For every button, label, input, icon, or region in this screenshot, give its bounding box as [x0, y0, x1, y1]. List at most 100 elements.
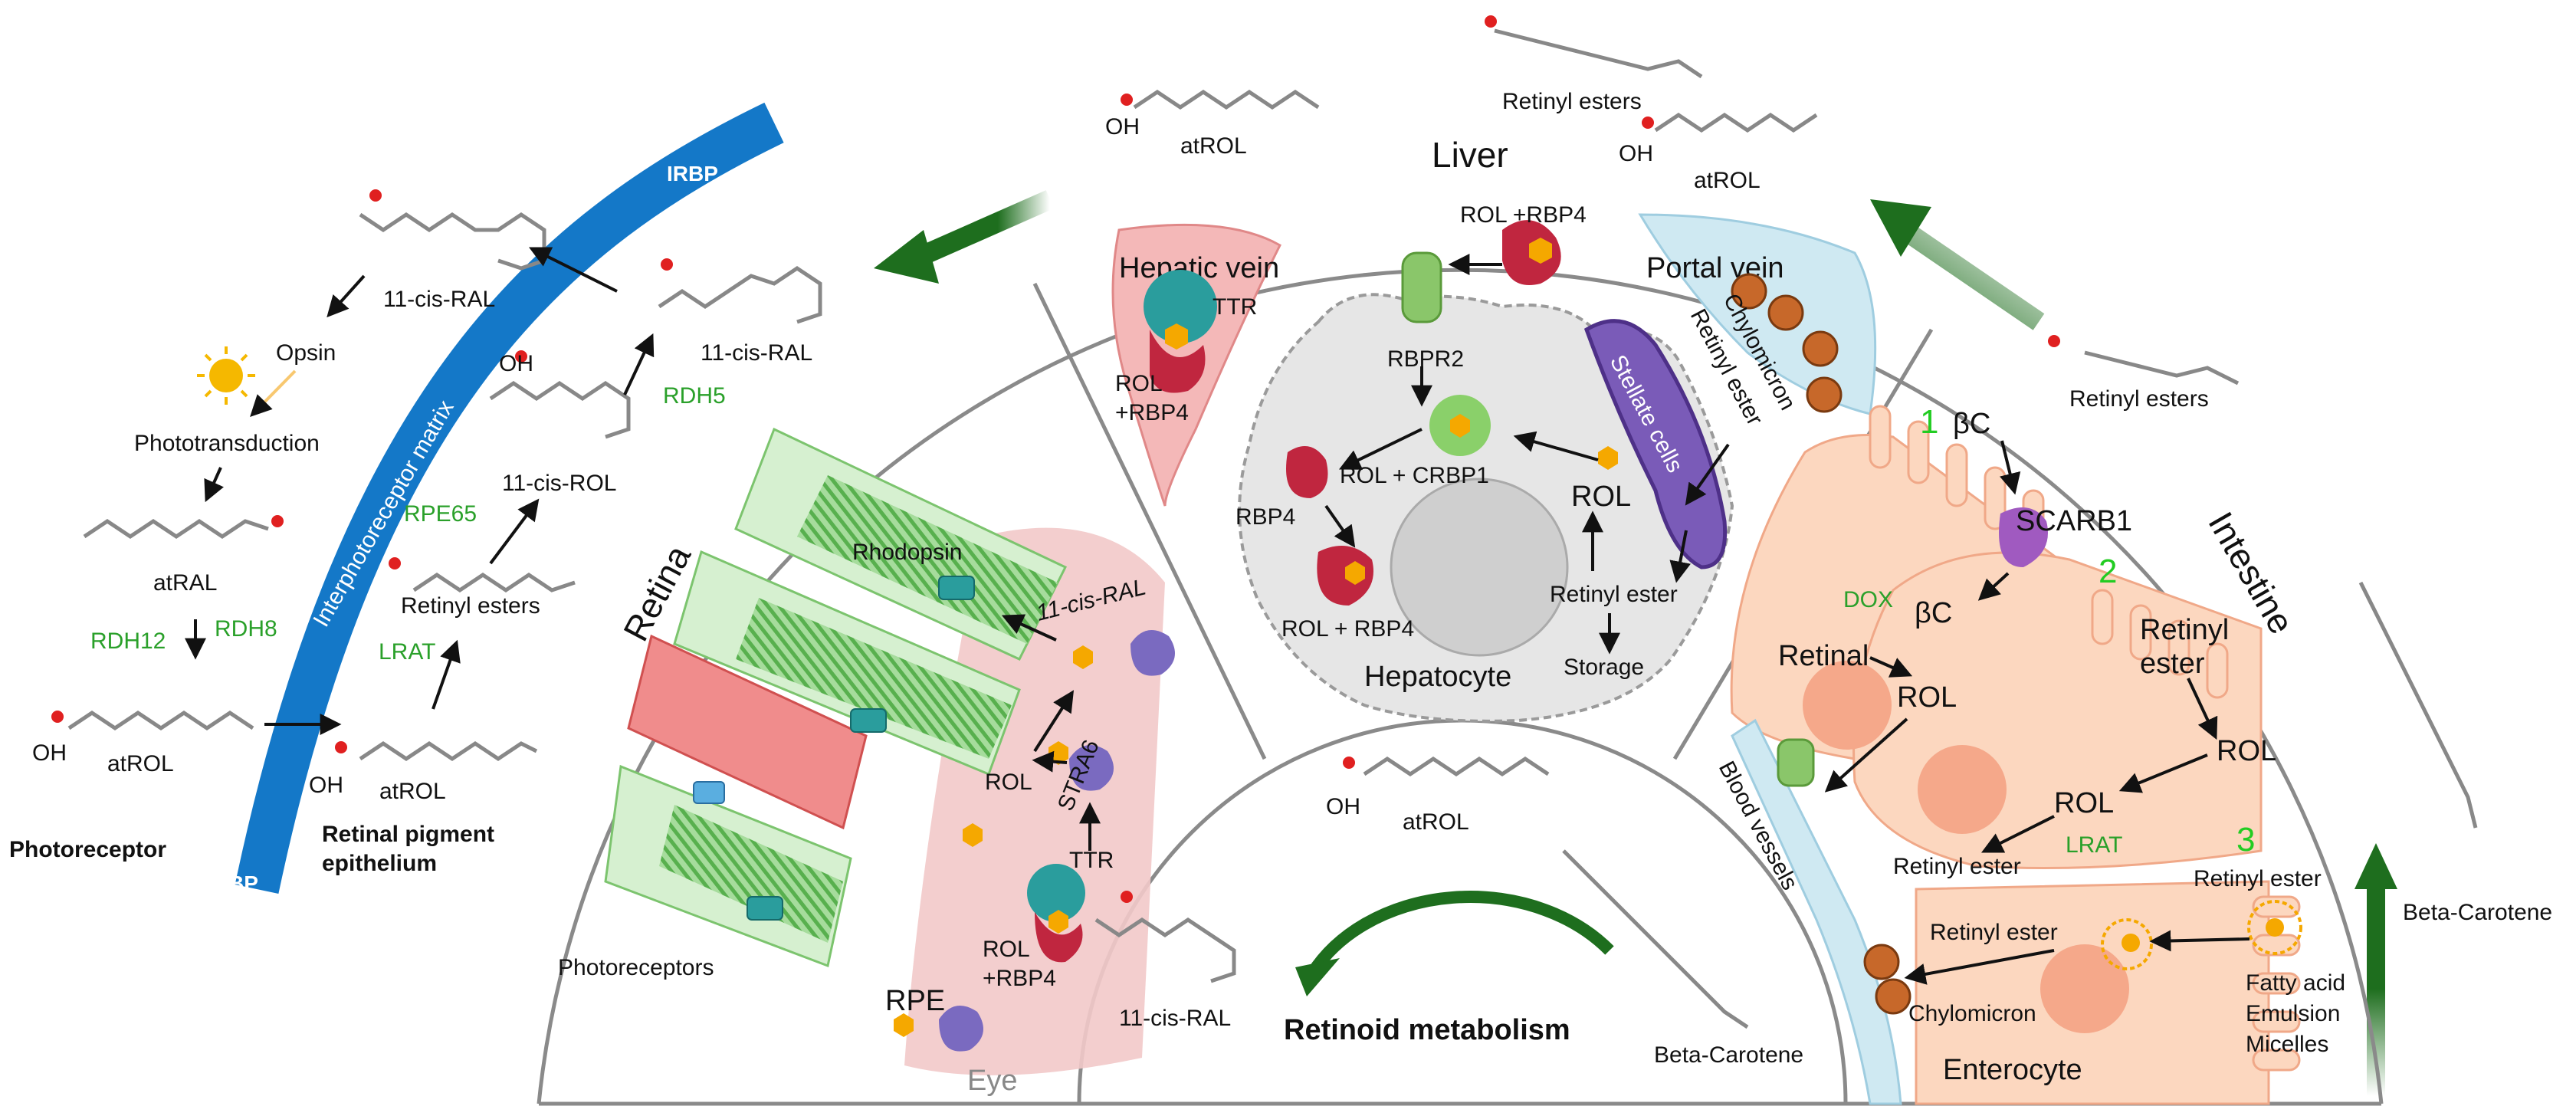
- blood-vessel: [1731, 718, 1902, 1105]
- molecule-atrol-left: [51, 710, 254, 731]
- atrol-center-label: atROL: [1403, 809, 1469, 835]
- molecule-cis-ral-top: [359, 189, 546, 271]
- microvilli: [1869, 405, 2301, 1072]
- rol-rbp4-protein-bottom: [1317, 546, 1373, 606]
- flow-arrow-head-right: [1870, 199, 1931, 257]
- flow-arrow-head-up: [2354, 843, 2397, 889]
- rdh12-label: RDH12: [90, 629, 166, 654]
- micelles-label: Micelles: [2246, 1032, 2328, 1057]
- ttr-protein-retina: [1027, 864, 1085, 963]
- ttr-label-liver: TTR: [1213, 294, 1257, 320]
- rol-label-hepatic: ROL: [1115, 371, 1163, 396]
- retina-panel: Rhodopsin 11-cis-RAL STRA6 ROL TTR ROL +…: [558, 427, 1236, 1097]
- chylomicron-cluster-liver: [1731, 273, 1843, 413]
- left-panel-arrows: [185, 247, 655, 735]
- rdh5-label: RDH5: [663, 383, 726, 409]
- rhodopsin-label: Rhodopsin: [852, 540, 962, 565]
- beta-carotene-center-label: Beta-Carotene: [1654, 1042, 1803, 1068]
- atrol-label-right: atROL: [379, 779, 446, 804]
- rol-label-retina: ROL: [985, 770, 1032, 795]
- molecule-atral: [83, 515, 284, 540]
- flow-arrow-to-liver: [1887, 214, 2045, 330]
- oh-label-1: OH: [32, 740, 67, 766]
- rbp4-label-hepatic: +RBP4: [1115, 400, 1189, 425]
- cis-ral-label-left: 11-cis-RAL: [383, 287, 495, 312]
- rhodopsin-protein-2: [850, 708, 887, 733]
- chylomicron-label-intestine: Chylomicron: [1908, 1001, 2036, 1026]
- photoreceptors-label: Photoreceptors: [558, 955, 714, 980]
- chylomicron-cluster-intestine: [1863, 944, 1911, 1015]
- molecule-atrol-right: [335, 740, 538, 762]
- rpe-layer: [904, 527, 1165, 1075]
- flow-arrow-to-retina: [915, 190, 1055, 266]
- metabolism-cycle-arrow: [1307, 891, 1614, 977]
- retinyl-ester-label-b: Retinyl ester: [1893, 854, 2021, 879]
- rol-rbp4-bottom-label: ROL + RBP4: [1281, 616, 1414, 642]
- rpe65-label: RPE65: [404, 501, 477, 527]
- opsin-label: Opsin: [276, 340, 336, 366]
- atrol-top-left: atROL: [1180, 133, 1247, 159]
- oh-top-right: OH: [1619, 141, 1653, 166]
- rpe-label-line1: Retinal pigment: [322, 822, 494, 847]
- cis-ral-label-right: 11-cis-RAL: [701, 340, 812, 366]
- fatty-acid-label: Fatty acid: [2246, 970, 2345, 996]
- rol-label-a: ROL: [1897, 681, 1957, 714]
- eye-label: Eye: [967, 1065, 1017, 1097]
- retinoid-metabolism-title: Retinoid metabolism: [1284, 1014, 1570, 1046]
- basolateral-transporter: [1777, 738, 1815, 787]
- photoreceptor-rod-2: [673, 550, 1021, 776]
- rol-rbp4-top-label: ROL +RBP4: [1460, 202, 1587, 228]
- ttr-label-retina: TTR: [1069, 848, 1114, 873]
- rbp4-protein: [1286, 446, 1328, 498]
- liver-panel: Stellate cells Hepatic vein Portal vein …: [1111, 202, 1877, 723]
- left-panel: IRBP IRBP Interphotoreceptor matrix: [9, 102, 822, 895]
- flow-arrow-head-left: [874, 230, 939, 284]
- molecule-cis-rol: [489, 350, 631, 439]
- irbp-band: [235, 102, 784, 894]
- stellate-cell: [1583, 319, 1728, 569]
- ttr-protein-liver: [1144, 270, 1217, 393]
- oh-center-label: OH: [1326, 794, 1360, 819]
- rpe-label: RPE: [885, 985, 945, 1017]
- photoreceptor-label: Photoreceptor: [9, 837, 166, 862]
- rbp4-label-rpe: +RBP4: [983, 966, 1056, 991]
- center-panel: OH atROL Beta-Carotene Retinoid metaboli…: [1284, 756, 1803, 1068]
- micelle-droplet: [2101, 900, 2302, 970]
- rol-label-rpe: ROL: [983, 937, 1030, 962]
- photoreceptor-rod-1: [734, 427, 1068, 661]
- rbpr2-receptor: [1401, 251, 1442, 323]
- molecule-atrol-center: [1343, 756, 1550, 777]
- scarb1-label: SCARB1: [2016, 505, 2132, 537]
- beta-carotene-right-label: Beta-Carotene: [2403, 900, 2552, 925]
- cis-rol-label: 11-cis-ROL: [502, 471, 616, 496]
- scarb1-receptor: [1999, 507, 2048, 567]
- molecule-retinyl-esters-left: [389, 557, 576, 593]
- retinyl-esters-top: Retinyl esters: [1502, 89, 1642, 114]
- stra6-receptor: [1069, 745, 1114, 791]
- rol-rbp4-protein-top: [1502, 220, 1561, 285]
- ral-droplet-rpe: [894, 823, 983, 1037]
- enterocyte-nucleus-1: [1803, 661, 1892, 750]
- rbpr2-label: RBPR2: [1387, 346, 1464, 372]
- photoreceptor-cone: [627, 634, 868, 830]
- rhodopsin-protein-3: [747, 896, 783, 921]
- top-molecules: OH atROL Retinyl esters OH atROL Retinyl…: [874, 15, 2397, 1096]
- irbp-top-label: IRBP: [667, 162, 718, 185]
- phototransduction-label: Phototransduction: [134, 431, 320, 456]
- portal-vein-label: Portal vein: [1646, 252, 1784, 284]
- step-3: 3: [2236, 821, 2255, 858]
- cone-opsin: [693, 781, 725, 804]
- retina-arrows: [1001, 614, 1101, 851]
- lrat-label: LRAT: [379, 639, 435, 665]
- intestine-arrows: [1824, 440, 2250, 985]
- enterocyte-nucleus-3: [2040, 944, 2129, 1033]
- crbp1-protein: [1429, 395, 1491, 456]
- light-arrow: [250, 369, 297, 417]
- cis-ral-droplet: [1073, 645, 1093, 669]
- stra6-receptor-2: [1130, 630, 1175, 676]
- rpe-label-line2: epithelium: [322, 851, 437, 876]
- liver-arrows: [1324, 254, 1730, 655]
- intestine-panel: 1 βC SCARB1 2 DOX βC Retinal ROL Retinyl…: [1714, 403, 2552, 1105]
- bc-mid-label: βC: [1915, 597, 1952, 629]
- emulsion-label: Emulsion: [2246, 1001, 2340, 1026]
